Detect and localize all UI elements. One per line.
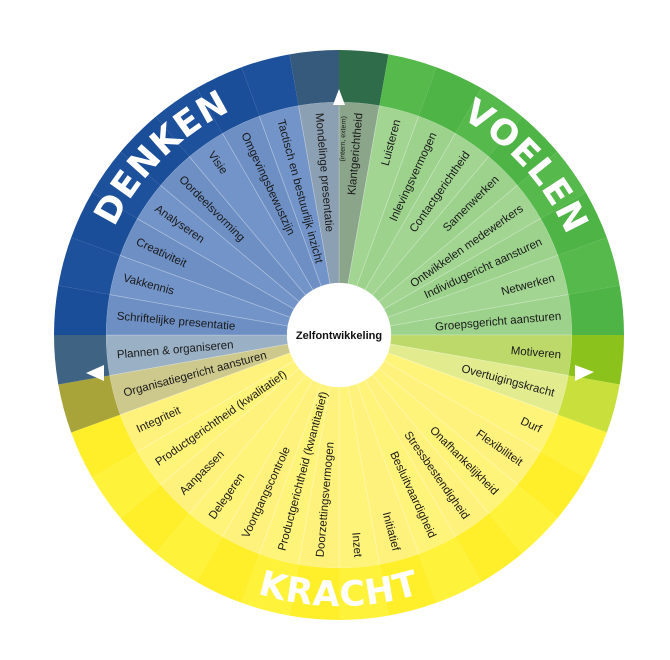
center-label: Zelfontwikkeling	[296, 330, 382, 342]
segment-outer	[289, 564, 339, 620]
segment-outer	[71, 414, 138, 478]
segment-outer	[241, 54, 299, 117]
segment-outer	[155, 513, 223, 582]
segment-outer	[455, 88, 523, 157]
segment-outer	[517, 151, 586, 219]
segment-outer	[289, 50, 339, 106]
segment-outer	[557, 375, 620, 433]
segment-outer	[196, 536, 260, 603]
segment-outer	[418, 67, 482, 134]
segment-outer	[455, 513, 523, 582]
arrow-up-marker	[333, 89, 345, 105]
arrow-right-marker	[575, 365, 594, 381]
segment-outer	[92, 151, 161, 219]
segment-outer	[71, 192, 138, 256]
segment-outer	[557, 237, 620, 295]
segment-outer	[155, 88, 223, 157]
segment-outer	[54, 285, 110, 335]
segment-label: Inzet	[349, 532, 363, 559]
segment-outer	[58, 237, 121, 295]
segment-outer	[540, 192, 607, 256]
segment-sublabel: (intern, extern)	[339, 116, 347, 162]
segment-outer	[196, 67, 260, 134]
segment-outer	[379, 553, 437, 616]
segment-outer	[418, 536, 482, 603]
center-circle	[287, 283, 391, 387]
segment-outer	[568, 285, 624, 335]
outer-ring	[54, 50, 624, 620]
segment-outer	[120, 484, 190, 554]
arrow-left-marker	[86, 365, 104, 381]
segment-label: Motiveren	[510, 345, 561, 361]
segment-outer	[379, 54, 437, 117]
segment-outer	[241, 553, 299, 616]
segment-outer	[339, 50, 389, 106]
segment-outer	[339, 564, 389, 620]
segment-outer	[92, 451, 161, 519]
segment-outer	[488, 484, 558, 554]
segment-outer	[517, 451, 586, 519]
segment-outer	[488, 116, 558, 186]
segment-outer	[540, 414, 607, 478]
segment-outer	[58, 375, 121, 433]
segment-outer	[120, 116, 190, 186]
